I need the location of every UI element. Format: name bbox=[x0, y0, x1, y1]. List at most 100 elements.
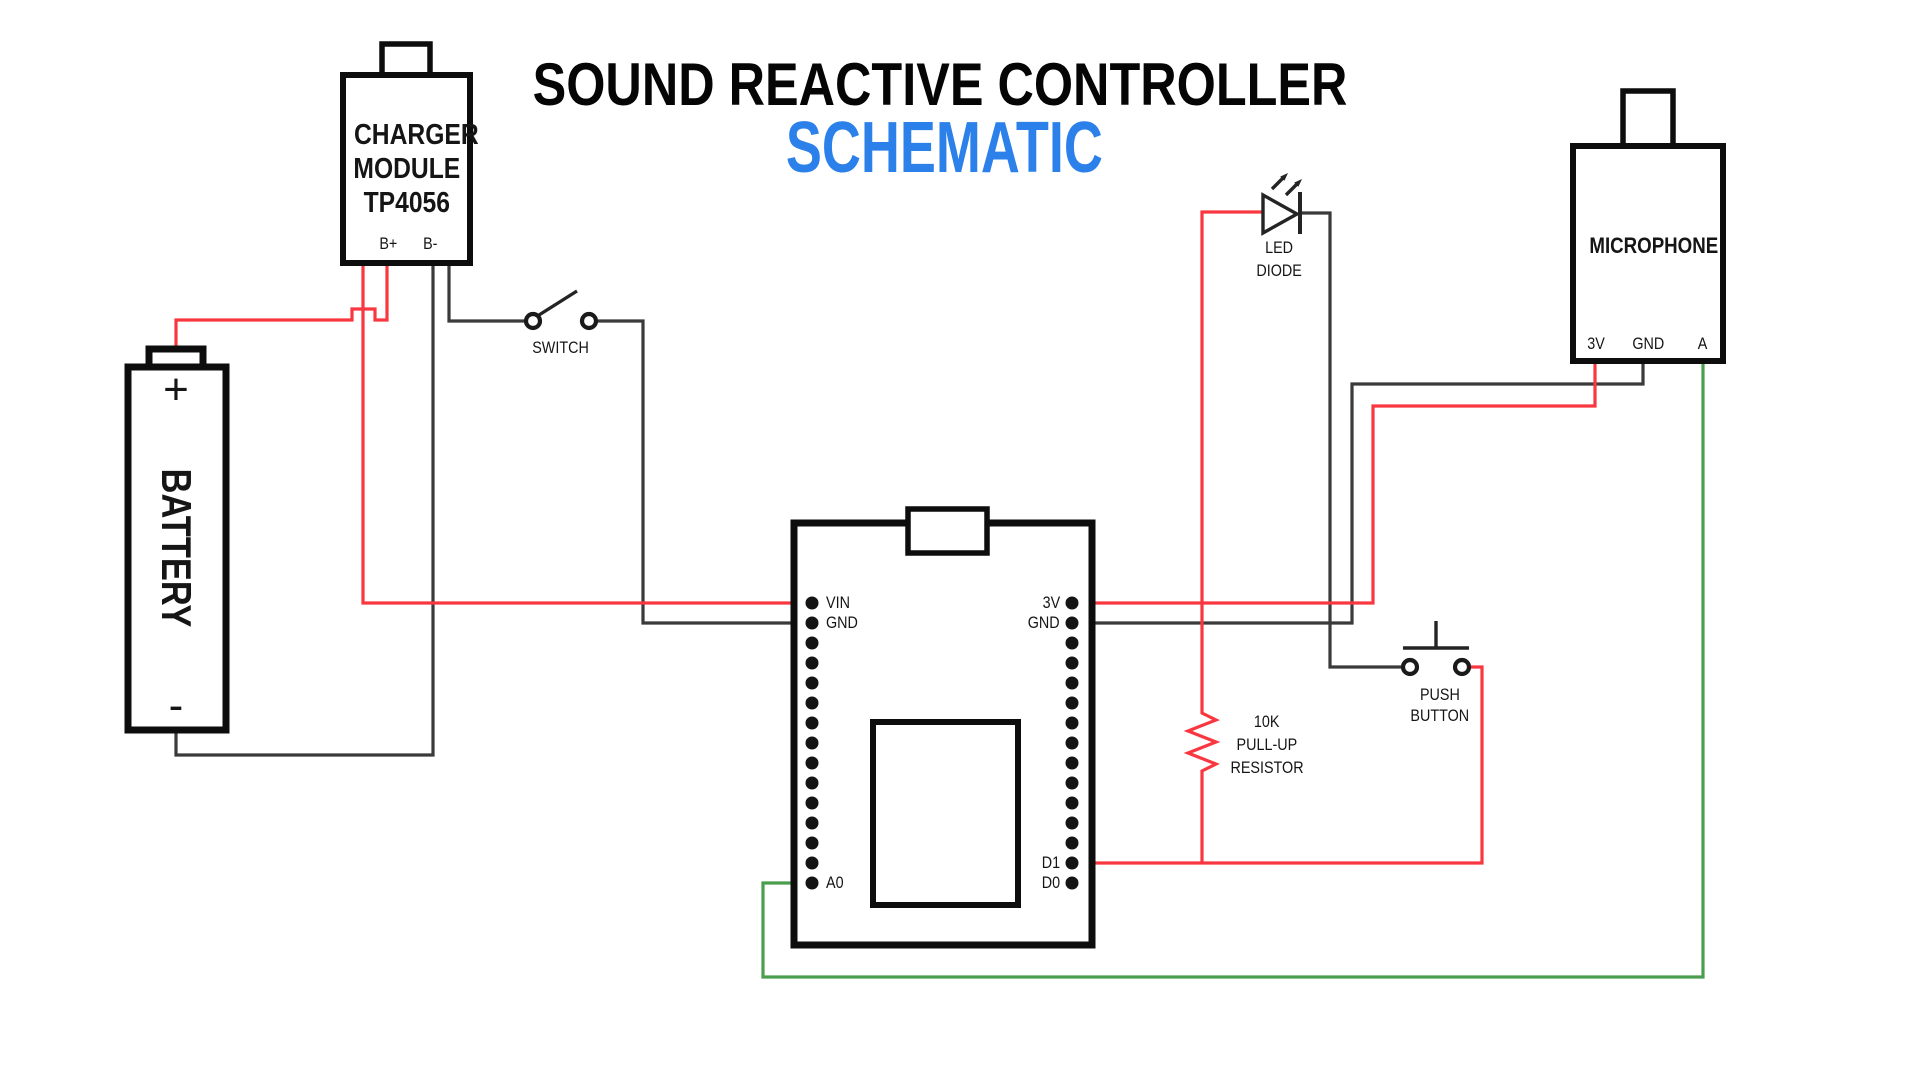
mcu-pin-dot bbox=[1065, 816, 1079, 830]
led-label-line2: DIODE bbox=[1239, 263, 1319, 280]
led-label-line2-text: DIODE bbox=[1256, 262, 1302, 280]
led-light-arrow-1 bbox=[1270, 176, 1285, 191]
led-light-arrowhead-2 bbox=[1294, 179, 1302, 187]
push-button-label-line2: BUTTON bbox=[1390, 708, 1490, 725]
wire-3v-to-mic-3v bbox=[1079, 361, 1597, 605]
battery-negative-text: - bbox=[168, 681, 184, 730]
mcu-pin-dot bbox=[805, 856, 819, 870]
charger-module-name: CHARGER MODULE TP4056 bbox=[343, 118, 479, 220]
switch-symbol bbox=[523, 289, 599, 331]
mic-pin-a-label: A bbox=[1683, 336, 1723, 353]
switch-terminal-right bbox=[579, 311, 599, 331]
mcu-chip-shield bbox=[870, 719, 1021, 908]
charger-body bbox=[340, 72, 473, 266]
charger-name-line1: CHARGER bbox=[353, 119, 479, 151]
resistor-label-line2-text: PULL-UP bbox=[1236, 736, 1298, 754]
wire-led-anode-resistor bbox=[1183, 210, 1263, 863]
mcu-pin-dot bbox=[1065, 736, 1079, 750]
mic-pin-3v-label: 3V bbox=[1576, 336, 1616, 353]
mcu-pin-dot bbox=[1065, 656, 1079, 670]
mcu-pin-dot bbox=[805, 716, 819, 730]
charger-name-line2: MODULE bbox=[353, 153, 460, 185]
mcu-pin-dot bbox=[1065, 856, 1079, 870]
battery-negative-sign: - bbox=[146, 684, 206, 728]
mic-pin-gnd-text: GND bbox=[1632, 335, 1664, 353]
led-label-line1: LED bbox=[1239, 240, 1319, 257]
mcu-pin-dot bbox=[805, 636, 819, 650]
battery-positive-sign: + bbox=[146, 368, 206, 412]
mcu-pin-gnd-left-label: GND bbox=[826, 615, 863, 632]
mcu-pin-dot bbox=[1065, 796, 1079, 810]
microphone-name: MICROPHONE bbox=[1578, 234, 1718, 258]
battery-positive-text: + bbox=[163, 365, 189, 414]
mcu-pin-dot bbox=[805, 656, 819, 670]
charger-pin-bplus-text: B+ bbox=[379, 235, 397, 253]
mcu-pin-dot bbox=[805, 696, 819, 710]
mcu-pin-dot bbox=[805, 776, 819, 790]
mcu-pin-dot bbox=[805, 596, 819, 610]
led-light-arrow-2 bbox=[1284, 182, 1299, 197]
mcu-pin-dots bbox=[805, 596, 1079, 890]
page-title: SOUND REACTIVE CONTROLLER bbox=[240, 55, 1640, 115]
mcu-pin-dot bbox=[1065, 876, 1079, 890]
microphone-name-text: MICROPHONE bbox=[1589, 233, 1719, 258]
mcu-pin-dot bbox=[805, 816, 819, 830]
push-button-label-line1-text: PUSH bbox=[1420, 686, 1460, 704]
button-terminal-right bbox=[1452, 657, 1472, 677]
microcontroller-symbol bbox=[790, 506, 1096, 949]
led-light-arrowhead-1 bbox=[1280, 173, 1288, 181]
mcu-pin-dot bbox=[1065, 756, 1079, 770]
mcu-pin-d0-text: D0 bbox=[1041, 874, 1060, 892]
mcu-pin-gnd-right-text: GND bbox=[1028, 614, 1060, 632]
charger-name-line3: TP4056 bbox=[363, 187, 450, 219]
battery-symbol bbox=[124, 345, 230, 734]
wire-bminus-to-switch bbox=[447, 263, 524, 323]
mcu-pin-a0-label: A0 bbox=[826, 875, 846, 892]
mcu-pin-dot bbox=[1065, 676, 1079, 690]
wire-mcu-gnd-to-mic-gnd bbox=[1079, 361, 1645, 625]
ground-wires bbox=[174, 211, 1645, 757]
switch-label: SWITCH bbox=[521, 340, 601, 357]
microphone-body bbox=[1570, 143, 1726, 364]
led-triangle bbox=[1261, 192, 1301, 236]
battery-body bbox=[124, 363, 230, 734]
mcu-pin-dot bbox=[1065, 596, 1079, 610]
mcu-pin-dot bbox=[1065, 636, 1079, 650]
battery-name-text: BATTERY bbox=[153, 468, 200, 628]
page-subtitle-text: SCHEMATIC bbox=[785, 108, 1103, 188]
mcu-pin-d1-text: D1 bbox=[1041, 854, 1060, 872]
mcu-pin-dot bbox=[1065, 696, 1079, 710]
button-terminal-left bbox=[1400, 657, 1420, 677]
push-button-label-line1: PUSH bbox=[1390, 687, 1490, 704]
charger-pin-bplus-label: B+ bbox=[363, 236, 413, 253]
mcu-pin-dot bbox=[1065, 836, 1079, 850]
microphone-capsule-tab bbox=[1620, 88, 1676, 150]
mcu-pin-d0-label: D0 bbox=[1000, 875, 1060, 892]
mcu-pin-dot bbox=[1065, 616, 1079, 630]
mcu-pin-dot bbox=[1065, 716, 1079, 730]
push-button-symbol bbox=[1400, 621, 1472, 677]
mcu-pin-dot bbox=[805, 796, 819, 810]
charger-pin-bminus-text: B- bbox=[422, 235, 438, 253]
positive-wires bbox=[174, 210, 1597, 865]
page-title-text: SOUND REACTIVE CONTROLLER bbox=[532, 51, 1348, 118]
analog-wire bbox=[761, 361, 1705, 979]
mcu-pin-dot bbox=[1065, 776, 1079, 790]
resistor-label-line3: RESISTOR bbox=[1207, 760, 1327, 777]
mcu-pin-vin-label: VIN bbox=[826, 595, 854, 612]
wire-led-cathode-to-button bbox=[1300, 211, 1401, 669]
resistor-label-line3-text: RESISTOR bbox=[1230, 759, 1304, 777]
mcu-pin-gnd-right-label: GND bbox=[1000, 615, 1060, 632]
mcu-pin-a0-text: A0 bbox=[826, 874, 844, 892]
led-symbol bbox=[1261, 173, 1302, 236]
wire-bplus-to-vin bbox=[361, 263, 805, 605]
switch-lever bbox=[538, 289, 578, 317]
mcu-pin-dot bbox=[805, 736, 819, 750]
mcu-pin-3v-text: 3V bbox=[1042, 594, 1060, 612]
mcu-pin-d1-label: D1 bbox=[1000, 855, 1060, 872]
mcu-usb-tab bbox=[905, 506, 990, 556]
mcu-pin-dot bbox=[805, 616, 819, 630]
mcu-pin-gnd-left-text: GND bbox=[826, 614, 858, 632]
